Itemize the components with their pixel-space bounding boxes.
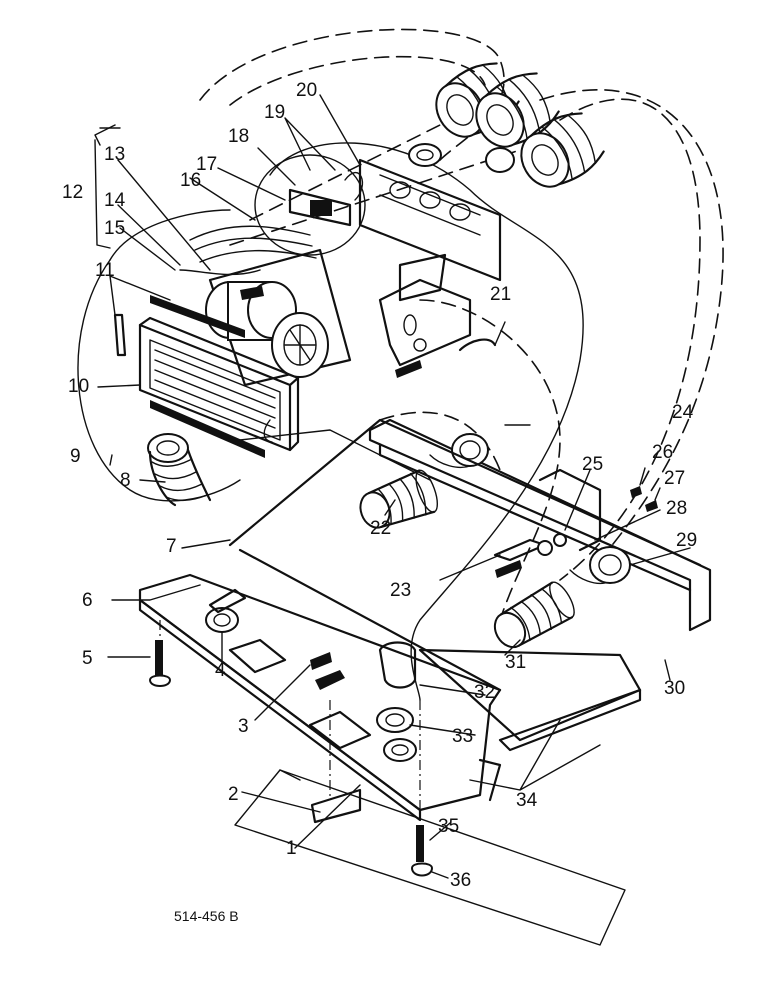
callout-9: 9 xyxy=(70,446,81,467)
callout-5: 5 xyxy=(82,648,93,669)
callout-15: 15 xyxy=(104,218,125,239)
callout-25: 25 xyxy=(582,454,603,475)
flex-hose-center xyxy=(359,469,439,529)
callout-4: 4 xyxy=(215,660,226,681)
callout-36: 36 xyxy=(450,870,471,891)
callout-23: 23 xyxy=(390,580,411,601)
callout-10: 10 xyxy=(68,376,89,397)
callout-26: 26 xyxy=(652,442,673,463)
callout-19: 19 xyxy=(264,102,285,123)
callout-34: 34 xyxy=(516,790,538,811)
callout-labels: 1 2 3 4 5 6 7 8 9 10 11 12 13 14 15 16 1… xyxy=(62,80,697,891)
main-tray xyxy=(138,418,702,822)
bellows-hoses-top xyxy=(408,62,605,188)
wiring-harness xyxy=(179,154,366,276)
blower-motor-assembly xyxy=(205,248,352,387)
drawing-number: 514-456 B xyxy=(174,908,239,924)
callout-28: 28 xyxy=(666,498,687,519)
callout-32: 32 xyxy=(474,682,495,703)
callout-14: 14 xyxy=(104,190,126,211)
callout-16: 16 xyxy=(180,170,201,191)
callout-24: 24 xyxy=(672,402,694,423)
fasteners xyxy=(148,640,434,877)
flex-hose-lower-right xyxy=(493,581,575,649)
bottom-panel xyxy=(234,769,626,946)
leader-lines xyxy=(94,94,691,879)
callout-30: 30 xyxy=(664,678,685,699)
callout-1: 1 xyxy=(286,838,297,859)
flex-hose-left xyxy=(147,433,212,507)
callout-35: 35 xyxy=(438,816,459,837)
heater-core xyxy=(138,316,300,452)
callout-20: 20 xyxy=(296,80,317,101)
fittings-cluster xyxy=(493,486,658,578)
callout-29: 29 xyxy=(676,530,697,551)
callout-7: 7 xyxy=(166,536,177,557)
callout-11: 11 xyxy=(95,260,115,281)
callout-17: 17 xyxy=(196,154,217,175)
callout-33: 33 xyxy=(452,726,473,747)
callout-6: 6 xyxy=(82,590,93,611)
seal-strips xyxy=(113,295,265,458)
callout-31: 31 xyxy=(505,652,526,673)
tray-details xyxy=(205,588,417,762)
callout-13: 13 xyxy=(104,144,125,165)
callout-12: 12 xyxy=(62,182,83,203)
callout-27: 27 xyxy=(664,468,685,489)
mounting-bracket xyxy=(378,278,497,378)
callout-8: 8 xyxy=(120,470,131,491)
callout-3: 3 xyxy=(238,716,249,737)
callout-22: 22 xyxy=(370,518,391,539)
outlet-duct-panel xyxy=(358,158,502,302)
rear-floor-panel xyxy=(239,418,712,632)
callout-21: 21 xyxy=(490,284,511,305)
callout-18: 18 xyxy=(228,126,249,147)
callout-2: 2 xyxy=(228,784,239,805)
